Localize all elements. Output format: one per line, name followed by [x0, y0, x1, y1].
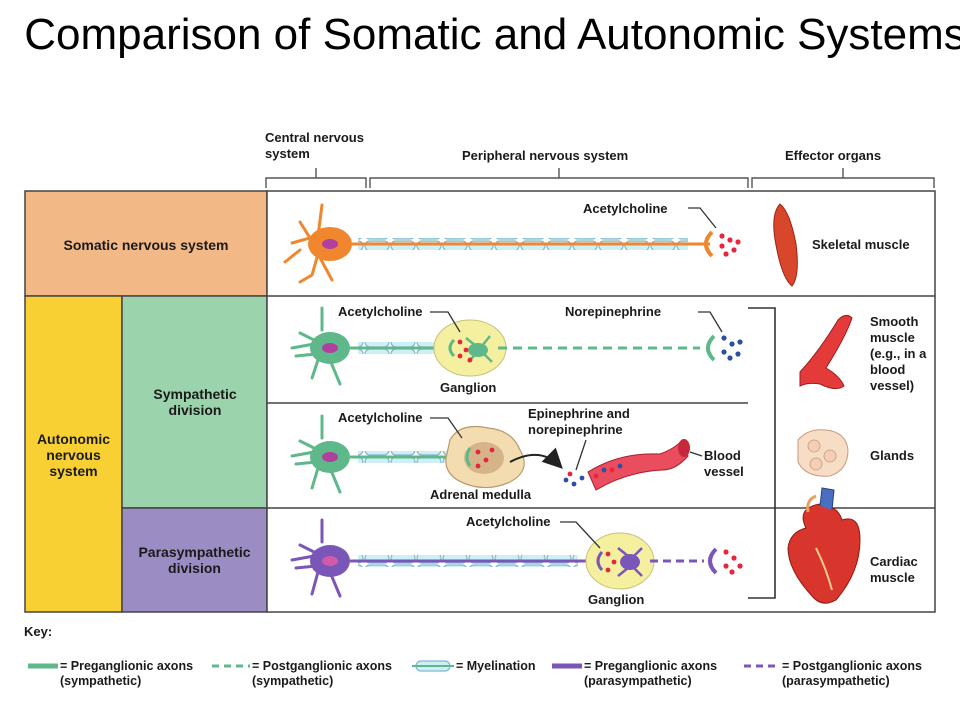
ach-adrenal-label: Acetylcholine	[338, 410, 423, 425]
ganglion-para	[585, 532, 655, 590]
sympathetic-neuron-2	[290, 414, 350, 494]
header-brackets	[265, 168, 935, 188]
somatic-neuron	[283, 203, 352, 284]
heart-icon	[787, 487, 861, 604]
glands-icon	[797, 429, 849, 477]
key-swatches	[28, 660, 780, 672]
key-item-post-symp: = Postganglionic axons (sympathetic)	[252, 659, 392, 688]
cardiac-muscle-label: Cardiac muscle	[870, 554, 918, 585]
blood-vessel-icon	[587, 438, 689, 491]
blood-vessel-label: Blood vessel	[704, 448, 744, 479]
page-title: Comparison of Somatic and Autonomic Syst…	[24, 10, 960, 59]
key-title: Key:	[24, 624, 53, 639]
effectors-header: Effector organs	[785, 148, 882, 163]
sympathetic-label: Sympathetic division	[153, 386, 237, 418]
effector-bracket	[748, 307, 776, 599]
ach-dots-somatic	[719, 233, 741, 257]
key-item-myelination: = Myelination	[456, 659, 536, 673]
secretion-arrow	[509, 447, 563, 469]
ach-para-label: Acetylcholine	[466, 514, 551, 529]
autonomic-label: Autonomic nervous system	[36, 431, 111, 479]
smooth-muscle-icon	[799, 314, 853, 390]
norepi-dots	[721, 335, 743, 361]
norepinephrine-label: Norepinephrine	[565, 304, 662, 319]
adrenal-medulla-label: Adrenal medulla	[430, 487, 532, 502]
ach-somatic-label: Acetylcholine	[583, 201, 668, 216]
key-item-pre-para: = Preganglionic axons (parasympathetic)	[584, 659, 718, 688]
somatic-row-label: Somatic nervous system	[63, 237, 229, 253]
skeletal-muscle-label: Skeletal muscle	[812, 237, 910, 252]
parasympathetic-label-bg	[121, 507, 268, 613]
ganglion-symp-label: Ganglion	[440, 380, 497, 395]
ganglion-para-cell	[596, 547, 643, 577]
epi-norepi-label: Epinephrine and norepinephrine	[528, 406, 630, 437]
ach-symp-label: Acetylcholine	[338, 304, 423, 319]
parasympathetic-label: Parasympathetic division	[138, 544, 251, 576]
parasympathetic-neuron	[290, 518, 350, 598]
key-item-post-para: = Postganglionic axons (parasympathetic)	[782, 659, 922, 688]
glands-label: Glands	[870, 448, 915, 463]
pns-header: Peripheral nervous system	[462, 148, 629, 163]
ganglion-para-label: Ganglion	[588, 592, 645, 607]
somatic-terminal	[704, 230, 714, 258]
ach-dots-para	[723, 549, 743, 575]
smooth-muscle-label: Smooth muscle (e.g., in a blood vessel)	[870, 314, 927, 393]
cns-header: Central nervous system	[265, 130, 364, 161]
ganglion-symp-cell	[448, 335, 493, 363]
sympathetic-neuron-1	[290, 306, 350, 386]
skeletal-muscle-icon	[773, 203, 798, 287]
key-item-pre-symp: = Preganglionic axons (sympathetic)	[60, 659, 194, 688]
